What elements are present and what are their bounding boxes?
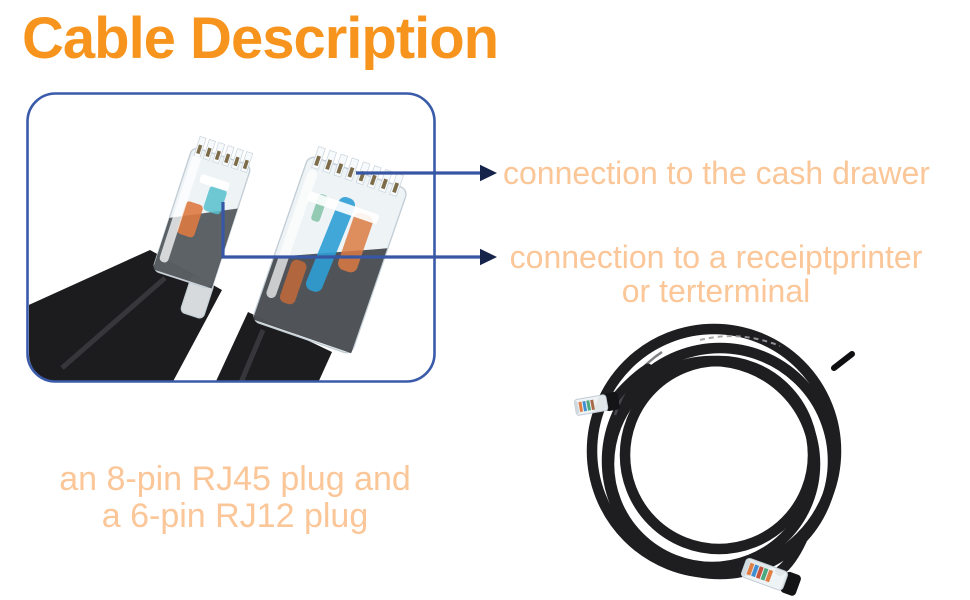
- annotation-cash-drawer-label: connection to the cash drawer: [503, 155, 930, 191]
- arrowhead-icon-printer: [480, 248, 497, 266]
- rj45-cable: [205, 312, 332, 381]
- annotation-printer-line1: connection to a receiptprinter: [509, 239, 923, 275]
- annotation-printer-line2: or terterminal: [621, 273, 811, 309]
- arrow-line-printer: [221, 202, 481, 259]
- coil-large-plug: [741, 557, 801, 596]
- arrowhead-icon-cash-drawer: [480, 164, 497, 182]
- cable-plugs-photo: [29, 135, 407, 381]
- photo-frame: [26, 92, 436, 383]
- plug-types-caption-line1: an 8-pin RJ45 plug and: [59, 460, 411, 498]
- rj45-pin-comb: [311, 145, 404, 197]
- rj12-pin-comb: [193, 135, 254, 173]
- annotation-printer-label: connection to a receiptprinter or terter…: [481, 240, 951, 308]
- rj12-cable-highlight: [60, 276, 167, 370]
- rj45-plug: [252, 145, 407, 354]
- coil-small-plug: [573, 391, 620, 416]
- cable-tie: [831, 351, 855, 371]
- plug-types-caption: an 8-pin RJ45 plug and a 6-pin RJ12 plug: [30, 461, 440, 535]
- plug-types-caption-line2: a 6-pin RJ12 plug: [101, 497, 369, 535]
- page-title: Cable Description: [22, 6, 499, 71]
- coiled-cable-photo: [573, 323, 855, 596]
- rj12-plug: [152, 135, 254, 319]
- cable-print-text: [699, 335, 781, 347]
- rj45-cable-highlight: [234, 329, 266, 381]
